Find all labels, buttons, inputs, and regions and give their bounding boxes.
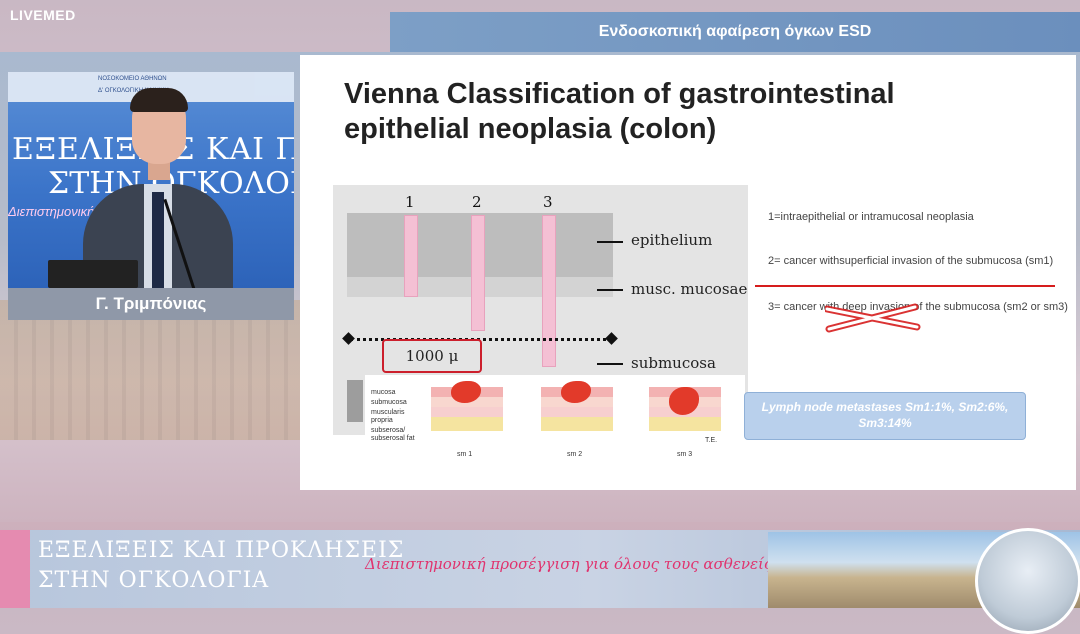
speaker-name-caption: Γ. Τριμπόνιας: [8, 288, 294, 320]
histo-label-submucosa: submucosa: [371, 399, 407, 406]
histology-strip: mucosa submucosa muscularis propria subs…: [365, 375, 745, 467]
label-3: 3: [543, 193, 553, 211]
tumor-sm1: [451, 381, 481, 403]
histo-label-mucosa: mucosa: [371, 389, 396, 396]
session-title: Ενδοσκοπική αφαίρεση όγκων ESD: [598, 23, 872, 40]
histology-sm2: [541, 381, 613, 433]
speaker-hair: [130, 88, 188, 112]
invasion-bar-3: [542, 215, 556, 367]
red-cross-annotation: [825, 303, 921, 333]
logo-text-2: Δ' ΟΓΚΟΛΟΓΙΚΗ ΚΛΙΝΙΚΗ: [98, 88, 169, 94]
tick-submucosa: [597, 363, 623, 365]
layer-label-musc-mucosae: musc. mucosae: [631, 280, 748, 298]
invasion-bar-2: [471, 215, 485, 331]
banner-title-line2: ΣΤΗΝ ΟΓΚΟΛΟΓΙΑ: [38, 568, 270, 593]
logo-text-1: ΝΟΣΟΚΟΜΕΙΟ ΑΘΗΝΩΝ: [98, 76, 167, 82]
circular-photo: [975, 528, 1080, 634]
label-1: 1: [405, 193, 415, 211]
sponsor-logos: ΝΟΣΟΚΟΜΕΙΟ ΑΘΗΝΩΝ Δ' ΟΓΚΟΛΟΓΙΚΗ ΚΛΙΝΙΚΗ: [8, 72, 294, 102]
session-title-bar: Ενδοσκοπική αφαίρεση όγκων ESD: [390, 12, 1080, 52]
histology-sm3: [649, 381, 721, 433]
histology-sm1: [431, 381, 503, 433]
caption-sm2: sm 2: [567, 451, 583, 458]
distance-box: 1000 μ: [382, 339, 482, 373]
invasion-bar-1: [404, 215, 418, 297]
presentation-slide: Vienna Classification of gastrointestina…: [300, 55, 1076, 490]
speaker-video: ΝΟΣΟΚΟΜΕΙΟ ΑΘΗΝΩΝ Δ' ΟΓΚΟΛΟΓΙΚΗ ΚΛΙΝΙΚΗ …: [8, 72, 294, 288]
laptop: [48, 260, 138, 288]
legend-item-1: 1=intraepithelial or intramucosal neopla…: [768, 211, 974, 223]
tick-musc-mucosae: [597, 289, 623, 291]
caption-sm3: sm 3: [677, 451, 693, 458]
layer-label-epithelium: epithelium: [631, 231, 713, 249]
red-annotation-line: [755, 285, 1055, 287]
slide-title: Vienna Classification of gastrointestina…: [344, 78, 895, 145]
banner-title-line1: ΕΞΕΛΙΞΕΙΣ ΚΑΙ ΠΡΟΚΛΗΣΕΙΣ: [38, 538, 405, 563]
histo-label-muscularis: muscularis propria: [371, 409, 405, 424]
lymph-node-metastases-box: Lymph node metastases Sm1:1%, Sm2:6%, Sm…: [744, 392, 1026, 440]
figure-credit: T.E.: [705, 437, 718, 444]
caption-sm1: sm 1: [457, 451, 473, 458]
background-building: [0, 300, 300, 440]
banner-slogan: Διεπιστημονική προσέγγιση για όλους τους…: [365, 555, 806, 573]
tumor-sm3: [669, 387, 699, 415]
side-scale-bar: [347, 380, 363, 422]
tumor-sm2: [561, 381, 591, 403]
label-2: 2: [472, 193, 482, 211]
speaker-tie: [152, 192, 164, 288]
tick-epithelium: [597, 241, 623, 243]
legend-item-2: 2= cancer withsuperficial invasion of th…: [768, 255, 1054, 267]
layer-label-submucosa: submucosa: [631, 354, 716, 372]
histo-label-subserosa: subserosa/ subserosal fat: [371, 427, 415, 442]
livemed-logo: LIVEMED: [10, 7, 76, 23]
banner-accent: [0, 530, 30, 608]
